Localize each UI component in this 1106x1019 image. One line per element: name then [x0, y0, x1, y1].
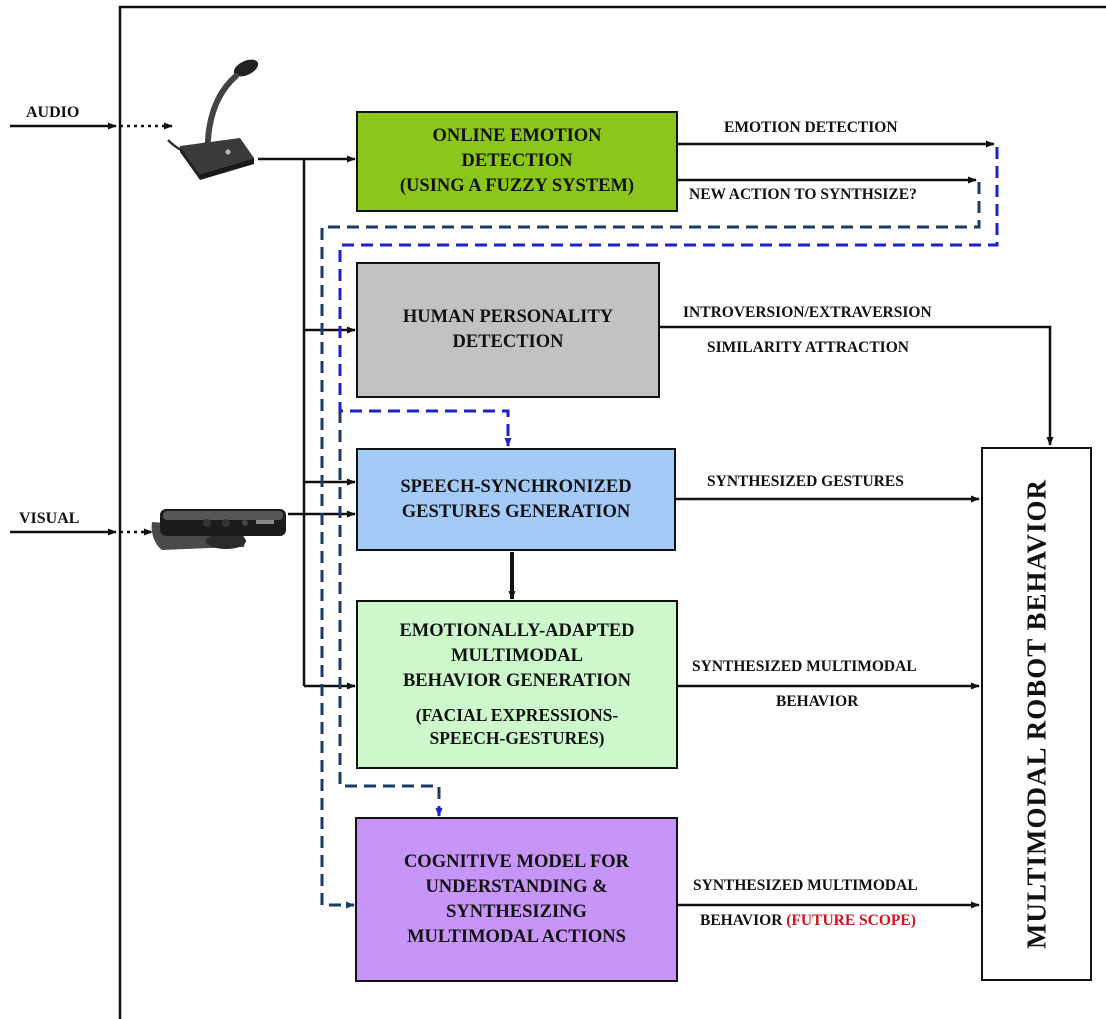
cognitive-box-line-3: SYNTHESIZING: [446, 901, 587, 922]
outer-frame: [118, 5, 1106, 1019]
future-scope-label: (FUTURE SCOPE): [786, 912, 916, 929]
emotion-box-line-1: ONLINE EMOTION: [432, 126, 602, 146]
synth-future-label-1: SYNTHESIZED MULTIMODAL: [693, 877, 918, 894]
multimodal-box-line-3: BEHAVIOR GENERATION: [402, 671, 632, 691]
synth-gestures-label: SYNTHESIZED GESTURES: [707, 473, 904, 490]
emotion-box-bg: [356, 111, 678, 212]
microphone-icon: [167, 59, 259, 180]
synth-future-behavior: BEHAVIOR: [700, 912, 783, 929]
audio-label: AUDIO: [26, 104, 80, 121]
multimodal-box-line-1: EMOTIONALLY-ADAPTED: [399, 621, 635, 641]
similarity-label: SIMILARITY ATTRACTION: [707, 339, 909, 356]
personality-output-line: [659, 325, 1054, 446]
multimodal-box-sub-1: (FACIAL EXPRESSIONS-: [415, 705, 619, 725]
introversion-label: INTROVERSION/EXTRAVERSION: [683, 304, 932, 321]
multimodal-box-sub-2: SPEECH-GESTURES): [429, 728, 605, 748]
multimodal-behavior-box: EMOTIONALLY-ADAPTED MULTIMODAL BEHAVIOR …: [357, 601, 677, 768]
dashed-loop-inner: [320, 182, 981, 909]
emotion-detection-label: EMOTION DETECTION: [724, 119, 898, 136]
personality-box-bg: [356, 262, 660, 398]
synth-multimodal-label-2: BEHAVIOR: [776, 693, 859, 710]
dashed-to-cognitive: [338, 411, 443, 817]
gestures-generation-box: SPEECH-SYNCHRONIZED GESTURES GENERATION: [357, 449, 675, 550]
synth-multimodal-label-1: SYNTHESIZED MULTIMODAL: [692, 658, 917, 675]
cognitive-box-line-1: COGNITIVE MODEL FOR: [403, 851, 630, 872]
cognitive-box-line-2: UNDERSTANDING &: [425, 876, 608, 897]
personality-detection-box: HUMAN PERSONALITY DETECTION: [357, 263, 659, 397]
multimodal-robot-behavior-label: MULTIMODAL ROBOT BEHAVIOR: [1021, 478, 1052, 950]
dashed-loop-outer: [338, 147, 999, 447]
visual-label: VISUAL: [19, 510, 80, 527]
emotion-box-line-3: (USING A FUZZY SYSTEM): [399, 176, 635, 196]
kinect-sensor-icon: [151, 509, 286, 550]
emotion-detection-box: ONLINE EMOTION DETECTION (USING A FUZZY …: [357, 112, 677, 211]
emotion-box-line-2: DETECTION: [461, 151, 573, 171]
cognitive-model-box: COGNITIVE MODEL FOR UNDERSTANDING & SYNT…: [356, 818, 677, 981]
personality-box-line-2: DETECTION: [452, 332, 564, 352]
synth-future-label-2: BEHAVIOR (FUTURE SCOPE): [700, 912, 916, 930]
new-action-label: NEW ACTION TO SYNTHSIZE?: [689, 186, 917, 203]
cognitive-box-line-4: MULTIMODAL ACTIONS: [407, 926, 626, 947]
multimodal-robot-behavior-box: [981, 447, 1092, 981]
gestures-box-line-1: SPEECH-SYNCHRONIZED: [400, 476, 632, 497]
multimodal-box-bg: [356, 600, 678, 769]
multimodal-box-line-2: MULTIMODAL: [451, 646, 583, 666]
personality-box-line-1: HUMAN PERSONALITY: [402, 307, 614, 327]
gestures-box-line-2: GESTURES GENERATION: [401, 501, 631, 522]
gestures-box-bg: [356, 448, 676, 551]
cognitive-box-bg: [355, 817, 678, 982]
